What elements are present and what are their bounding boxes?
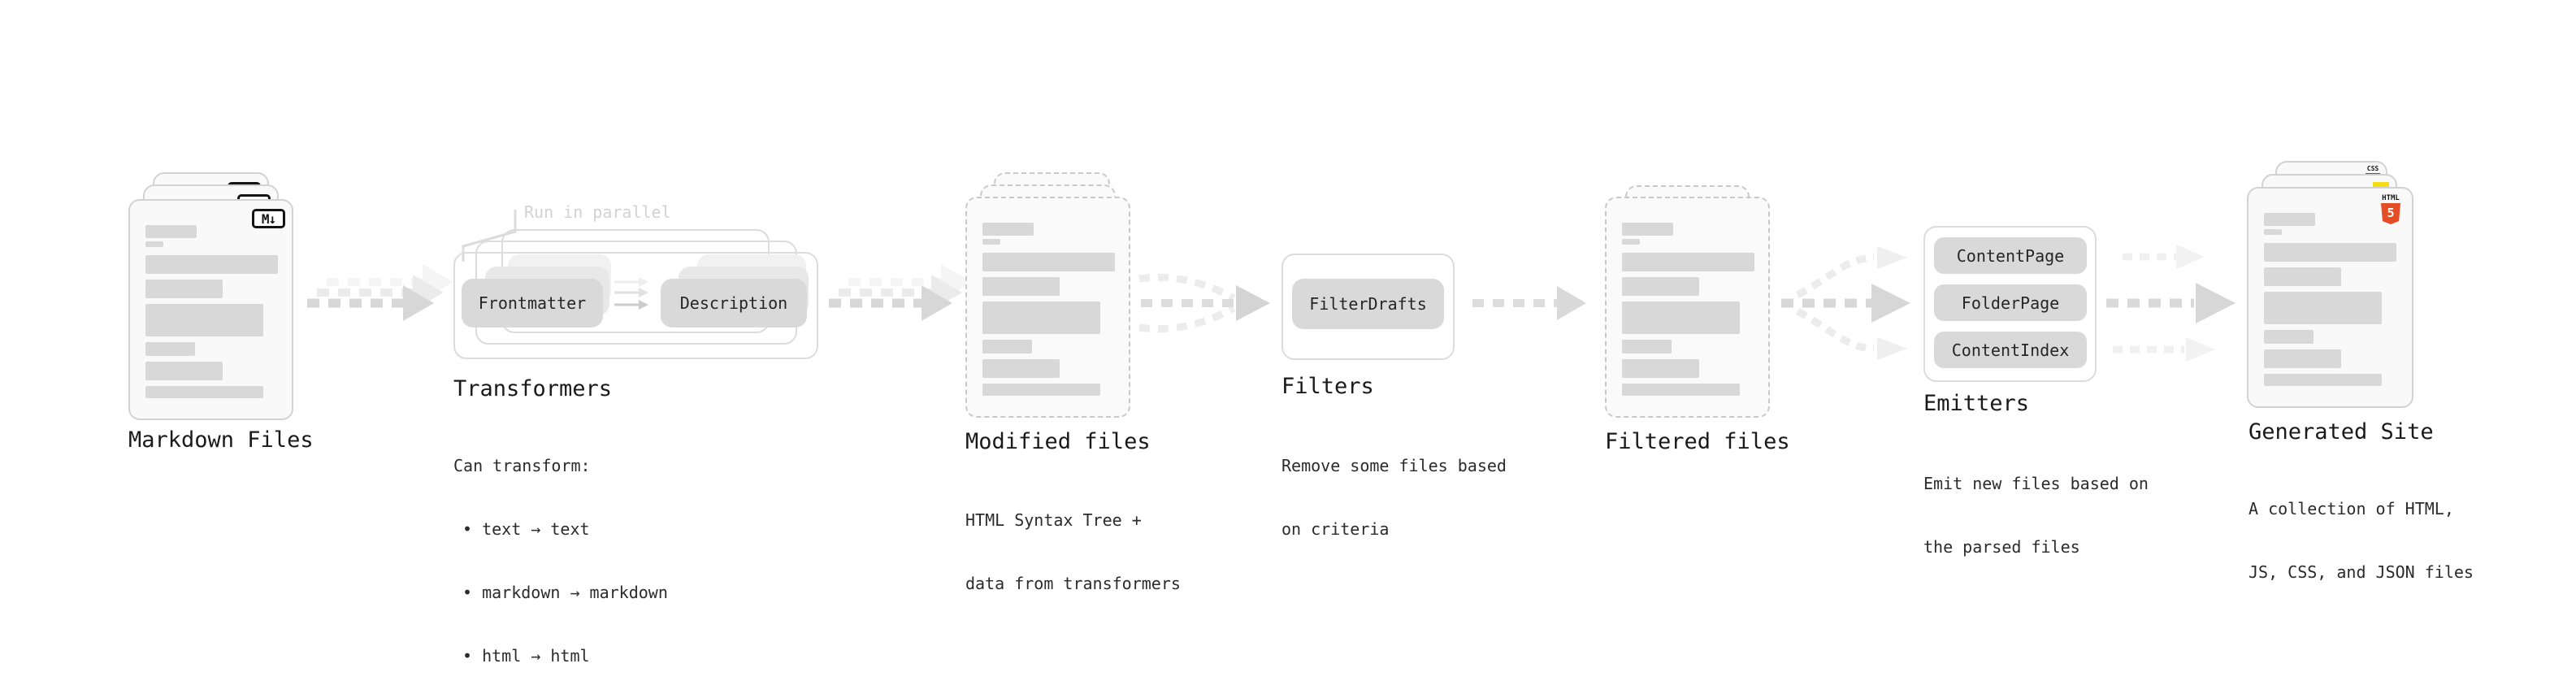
transformers-description: Can transform: • text → text • markdown … xyxy=(453,456,668,666)
text-line-placeholder xyxy=(2264,229,2282,235)
text-line-placeholder xyxy=(2264,267,2341,286)
html-file-card: HTML 5 xyxy=(2247,187,2413,408)
text-line-placeholder xyxy=(982,340,1032,354)
text-line-placeholder xyxy=(982,277,1060,296)
transformer-frame-front xyxy=(453,252,818,359)
description-pill: Description xyxy=(661,279,807,327)
transformers-heading: Transformers xyxy=(453,376,613,401)
text-line-placeholder xyxy=(145,255,278,274)
text-line-placeholder xyxy=(1622,277,1699,296)
frontmatter-pill: Frontmatter xyxy=(462,279,603,327)
text-line-placeholder xyxy=(1622,223,1673,236)
text-line-placeholder xyxy=(1622,253,1754,271)
generated-site-heading: Generated Site xyxy=(2249,419,2434,445)
arrow-transformers-to-modified xyxy=(829,264,972,321)
text-line-placeholder xyxy=(145,280,223,298)
arrow-emitters-to-generated xyxy=(2106,245,2236,362)
filters-description: Remove some files based on criteria xyxy=(1281,456,1507,539)
text-line-placeholder xyxy=(982,384,1100,396)
text-line-placeholder xyxy=(145,241,163,247)
text-line-placeholder xyxy=(2264,292,2382,324)
arrow-markdown-to-transformers xyxy=(307,264,453,321)
text-line-placeholder xyxy=(1622,239,1640,245)
markdown-file-card-front: M↓ xyxy=(128,199,293,420)
text-line-placeholder xyxy=(2264,243,2396,262)
text-line-placeholder xyxy=(982,301,1100,334)
text-line-placeholder xyxy=(982,253,1115,271)
contentpage-pill: ContentPage xyxy=(1934,237,2087,274)
text-line-placeholder xyxy=(145,362,223,380)
text-line-placeholder xyxy=(145,304,263,336)
arrow-filtered-to-emitters xyxy=(1781,246,1910,360)
text-line-placeholder xyxy=(2264,330,2314,344)
modified-files-description: HTML Syntax Tree + data from transformer… xyxy=(965,510,1181,593)
markdown-icon: M↓ xyxy=(252,209,285,228)
text-line-placeholder xyxy=(982,359,1060,378)
text-line-placeholder xyxy=(145,342,195,356)
text-line-placeholder xyxy=(1622,340,1672,354)
html5-icon: HTML 5 xyxy=(2380,195,2401,224)
text-line-placeholder xyxy=(982,223,1034,236)
text-line-placeholder xyxy=(2264,349,2341,368)
arrow-transformer-internal xyxy=(614,277,648,310)
text-line-placeholder xyxy=(982,239,1000,245)
generated-site-description: A collection of HTML, JS, CSS, and JSON … xyxy=(2249,499,2474,582)
arrow-filters-to-filtered xyxy=(1472,286,1586,320)
filterdrafts-pill: FilterDrafts xyxy=(1292,279,1444,329)
contentindex-pill: ContentIndex xyxy=(1934,332,2087,368)
modified-file-card-front xyxy=(965,197,1130,418)
text-line-placeholder xyxy=(2264,374,2382,386)
js-icon xyxy=(2373,182,2389,191)
run-in-parallel-note: Run in parallel xyxy=(524,202,671,222)
modified-files-heading: Modified files xyxy=(965,429,1151,454)
markdown-files-heading: Markdown Files xyxy=(128,427,314,453)
folderpage-pill: FolderPage xyxy=(1934,284,2087,321)
arrow-modified-to-filters xyxy=(1138,273,1270,333)
emitters-heading: Emitters xyxy=(1923,391,2030,416)
text-line-placeholder xyxy=(145,225,197,238)
filters-heading: Filters xyxy=(1281,374,1374,399)
filtered-files-heading: Filtered files xyxy=(1605,429,1790,454)
text-line-placeholder xyxy=(1622,359,1699,378)
text-line-placeholder xyxy=(1622,384,1740,396)
text-line-placeholder xyxy=(1622,301,1740,334)
filtered-file-card-front xyxy=(1605,197,1770,418)
text-line-placeholder xyxy=(2264,213,2315,226)
emitters-description: Emit new files based on the parsed files xyxy=(1923,474,2149,557)
text-line-placeholder xyxy=(145,386,263,398)
